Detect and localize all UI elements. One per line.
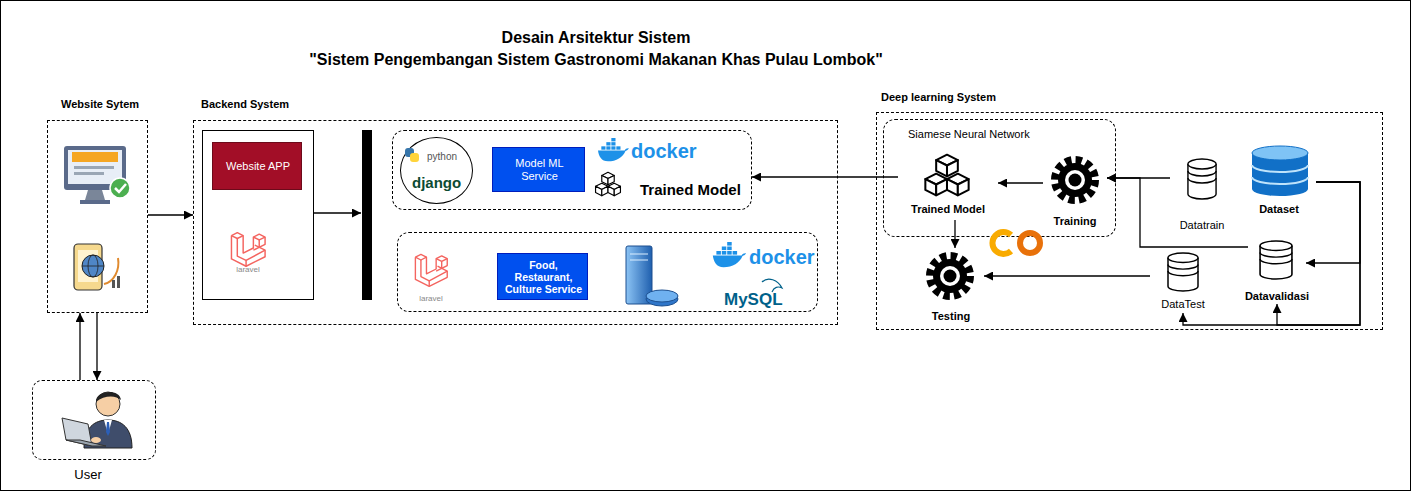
diagram-title: Desain Arsitektur Sistem (96, 29, 1096, 47)
node-label: docker (631, 140, 711, 163)
model-cubes-icon (596, 172, 621, 195)
database-cylinder (1260, 241, 1292, 279)
node-label: Trained Model (640, 181, 755, 198)
bar-arrow (314, 212, 361, 213)
node-label: Dataset (1242, 203, 1316, 216)
node-label: Website Sytem (61, 98, 191, 111)
service-group: laravel dockerMySQL Food, Restaurant, Cult… (397, 232, 818, 312)
connector-arrow (954, 220, 955, 248)
system-group: Backend SystemlaravelWebsite APPdockerTr… (193, 120, 838, 325)
node-label: DataTest (1150, 298, 1216, 311)
server-icon (626, 246, 678, 306)
node-label: User (63, 468, 113, 483)
node-label: python (427, 151, 471, 163)
database-node: Datatrain (1170, 152, 1234, 234)
model-group: Siamese Neural NetworkTrained ModelTrain… (883, 119, 1116, 237)
connector-arrow (1107, 177, 1170, 178)
app-box: laravel Website APP (202, 130, 314, 300)
dataset-cylinder (1252, 146, 1308, 196)
node-label: Datatrain (1170, 219, 1234, 232)
node-label: Training (1043, 215, 1107, 228)
mobile-icon (74, 244, 120, 290)
python-logo (405, 148, 419, 162)
model-icon-node: Trained Model (898, 150, 998, 220)
framework-circle: python django (400, 137, 473, 204)
node-label: MySQL (724, 290, 794, 310)
process-box: Model ML Service (492, 147, 585, 192)
gear-icon (930, 256, 970, 296)
connector-arrow (148, 214, 193, 215)
colab-logo (992, 232, 1040, 254)
database-cylinder (1188, 159, 1216, 199)
connector-arrow (998, 182, 1043, 183)
connector-arrow (1183, 182, 1360, 325)
actor-box: User (32, 380, 156, 460)
model-cubes-icon (925, 155, 968, 196)
node-label: Food, Restaurant, Culture Service (500, 259, 587, 295)
node-label: Deep learning System (881, 91, 1061, 104)
database-node: Datavalidasi (1248, 236, 1306, 304)
node-label: laravel (401, 294, 461, 303)
laravel-logo (415, 254, 447, 286)
node-label: Backend System (201, 98, 361, 111)
database-node: Dataset (1242, 140, 1316, 218)
node-label: docker (749, 246, 819, 269)
connector-arrow (752, 176, 898, 177)
connector-arrow (79, 313, 80, 380)
node-label: Testing (918, 310, 984, 323)
node-label: Datavalidasi (1240, 290, 1314, 303)
node-label: Website APP (217, 160, 299, 173)
database-cylinder (1168, 253, 1198, 291)
connector-arrow (1277, 182, 1360, 325)
gear-icon (1055, 160, 1095, 200)
node-label: laravel (218, 265, 278, 274)
connector-arrow (1306, 182, 1360, 263)
gear-node: Training (1043, 150, 1107, 234)
system-group: Website Sytem (47, 120, 148, 313)
user-illustration (62, 392, 132, 448)
database-node: DataTest (1150, 251, 1216, 313)
connector-arrow (984, 275, 1150, 276)
node-label: django (412, 174, 470, 191)
process-box: Website APP (212, 142, 302, 190)
connector-arrow (96, 313, 97, 380)
process-box: Food, Restaurant, Culture Service (497, 253, 588, 300)
gear-node: Testing (918, 248, 984, 326)
node-label: Siamese Neural Network (908, 128, 1088, 141)
bus-bar (362, 130, 372, 300)
service-group: dockerTrained Model python django Model ML … (392, 130, 752, 210)
node-label: Model ML Service (503, 157, 576, 182)
docker-whale (598, 138, 629, 161)
connector-arrow (1107, 178, 1248, 247)
subtitle-label: "Sistem Pengembangan Sistem Gastronomi M… (96, 51, 1096, 69)
monitor-icon (64, 146, 130, 204)
system-group: Deep learning SystemSiamese Neural Netwo… (876, 112, 1383, 330)
docker-whale (713, 242, 746, 267)
mysql-dolphin (762, 279, 782, 292)
node-label: Trained Model (898, 203, 998, 216)
laravel-logo (231, 233, 265, 267)
